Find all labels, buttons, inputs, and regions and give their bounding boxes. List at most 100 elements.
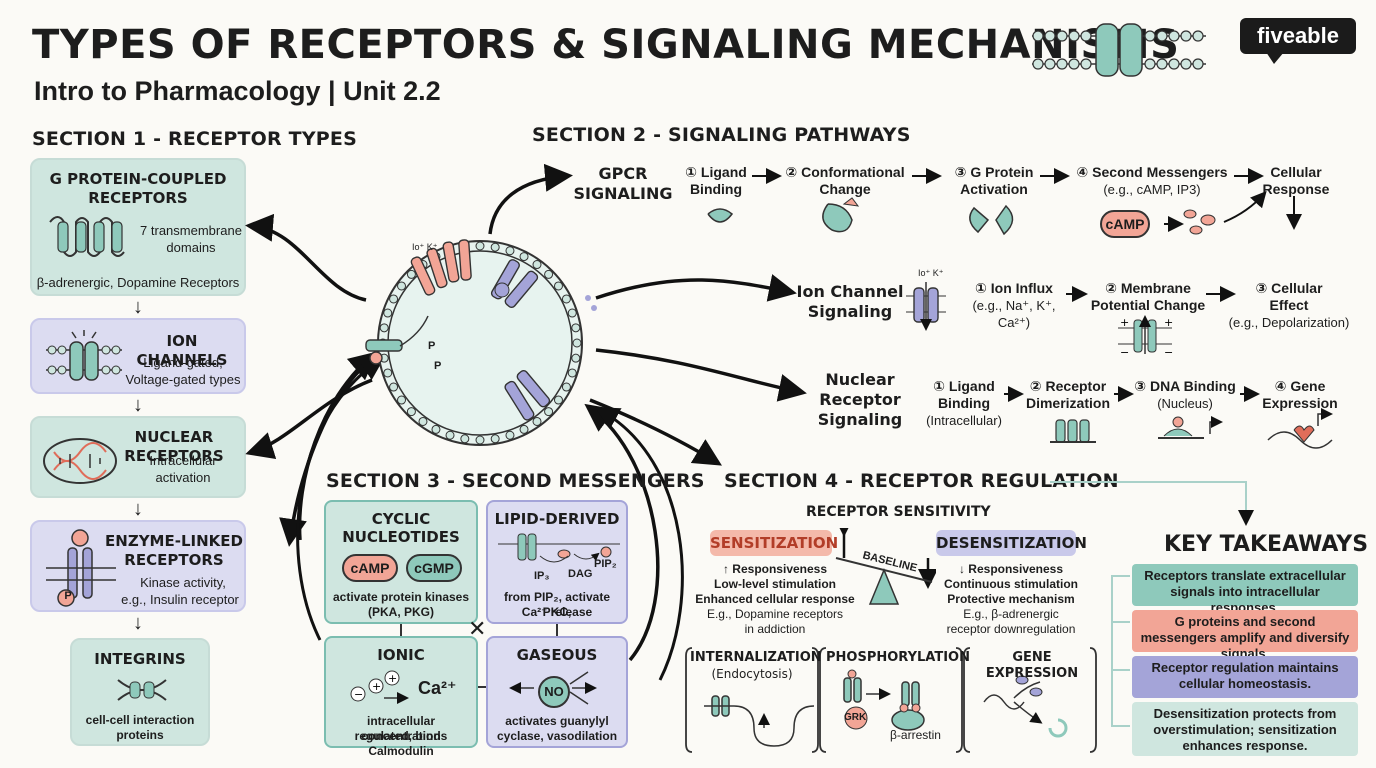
svg-text:+: +	[1164, 316, 1173, 329]
section1-title: SECTION 1 - RECEPTOR TYPES	[32, 128, 357, 150]
lipid-title: LIPID-DERIVED	[494, 510, 620, 528]
gpcr-title-2: RECEPTORS	[88, 189, 188, 207]
cyclic-camp-pill: cAMP	[342, 554, 398, 582]
camp-pill: cAMP	[1100, 210, 1150, 238]
cyclic-desc-1: activate protein kinases	[332, 590, 470, 604]
takeaway-4: Desensitization protects from overstimul…	[1132, 702, 1358, 756]
nuclear-step-3: ③ DNA Binding(Nucleus)	[1134, 378, 1236, 411]
enzyme-receptor-icon	[46, 529, 116, 607]
gpcr-examples: β-adrenergic, Dopamine Receptors	[36, 275, 240, 290]
nuclear-receptors-card: NUCLEAR RECEPTORS Intracellular activati…	[30, 416, 246, 498]
ion-ions: Io⁺ K⁺	[918, 268, 944, 278]
cell-p2: P	[434, 360, 442, 372]
fiveable-logo[interactable]: fiveable	[1240, 18, 1356, 54]
integrins-desc-2: proteins	[116, 728, 164, 742]
gpcr-pathway-icons	[707, 168, 1302, 236]
nuclear-title: NUCLEAR RECEPTORS	[124, 428, 224, 465]
ion-pathway-icons: + + − −	[906, 282, 1236, 358]
ionic-desc-1: intracellular concentration	[361, 714, 441, 743]
grk-label: GRK	[844, 712, 867, 723]
lipid-derived-card: LIPID-DERIVED PIP₂ IP₃ DAG from PIP₂, ac…	[486, 500, 628, 624]
cyclic-title-1: CYCLIC	[371, 510, 431, 528]
takeaway-2: G proteins and second messengers amplify…	[1132, 610, 1358, 661]
channel-header-icon	[1032, 23, 1206, 77]
cell-p1: P	[428, 340, 436, 352]
svg-text:+: +	[1120, 316, 1129, 329]
cyclic-title-2: NUCLEOTIDES	[342, 528, 460, 546]
svg-text:+: +	[372, 680, 381, 693]
enzyme-desc-2: e.g., Insulin receptor	[121, 592, 239, 607]
sensitization-tag: SENSITIZATION	[710, 530, 838, 556]
cyclic-nucleotides-card: CYCLIC NUCLEOTIDES cAMP cGMP activate pr…	[324, 500, 478, 624]
gpcr-desc-1: 7 transmembrane	[140, 223, 242, 238]
lipid-desc-1: from PIP₂, activate PKC,	[503, 590, 611, 619]
ion-step-1: ① Ion Influx(e.g., Na⁺, K⁺, Ca²⁺)	[972, 280, 1056, 330]
page-title: TYPES OF RECEPTORS & SIGNALING MECHANISM…	[32, 22, 1180, 68]
ionic-ca: Ca²⁺	[418, 678, 457, 698]
enzyme-linked-card: P ENZYME-LINKED RECEPTORS Kinase activit…	[30, 520, 246, 612]
logo-tail	[1266, 52, 1284, 64]
down-arrow-4: ↓	[133, 612, 143, 634]
down-arrow-1: ↓	[133, 296, 143, 318]
ionic-title: IONIC	[377, 646, 425, 664]
nuclear-desc-2: activation	[155, 470, 211, 485]
svg-text:−: −	[1164, 346, 1173, 358]
svg-text:−: −	[1120, 346, 1129, 358]
nuclear-pathway-icons	[1004, 386, 1333, 449]
phospho-badge: P	[64, 590, 72, 602]
ion-channels-title: ION CHANNELS	[136, 332, 228, 369]
takeaway-3: Receptor regulation maintains cellular h…	[1132, 656, 1358, 698]
lipid-desc-2: Ca²⁺ release	[521, 605, 593, 619]
baseline-seesaw	[834, 528, 936, 605]
svg-text:−: −	[354, 688, 363, 701]
takeaways-bracket	[1111, 575, 1130, 727]
ionic-icon: − + +	[350, 670, 409, 704]
lipid-pip2: PIP₂	[594, 558, 617, 570]
lipid-dag: DAG	[568, 568, 593, 580]
enzyme-title-1: ENZYME-LINKED	[105, 532, 243, 550]
svg-text:+: +	[388, 672, 397, 685]
cyclic-cgmp-pill: cGMP	[406, 554, 462, 582]
ionic-desc-2: regulated, binds Calmodulin	[354, 729, 448, 758]
internalization-title: INTERNALIZATION(Endocytosis)	[690, 650, 822, 681]
no-molecule: NO	[538, 676, 570, 708]
gpcr-desc-2: domains	[166, 240, 216, 255]
phosphorylation-title: PHOSPHORYLATION	[826, 650, 970, 665]
section2-title: SECTION 2 - SIGNALING PATHWAYS	[532, 124, 911, 146]
ion-desc-1: Ligand-gated,	[143, 355, 223, 370]
gaseous-desc-2: cyclase, vasodilation	[496, 729, 618, 743]
down-arrow-2: ↓	[133, 394, 143, 416]
gpcr-icon	[49, 216, 125, 257]
sensitivity-title: RECEPTOR SENSITIVITY	[806, 504, 991, 520]
gaseous-desc-1: activates guanylyl	[505, 714, 609, 728]
key-takeaways-title: KEY TAKEAWAYS	[1164, 532, 1369, 557]
enzyme-desc-1: Kinase activity,	[140, 575, 226, 590]
page-subtitle: Intro to Pharmacology | Unit 2.2	[34, 76, 441, 106]
section3-title: SECTION 3 - SECOND MESSENGERS	[326, 470, 705, 492]
enzyme-title-2: RECEPTORS	[124, 551, 224, 569]
lipid-icon	[498, 533, 620, 563]
ion-channel-icon	[46, 330, 122, 381]
ion-desc-2: Voltage-gated types	[125, 372, 241, 387]
gaseous-card: GASEOUS NO activates guanylyl cyclase, v…	[486, 636, 628, 748]
grid-line-2	[556, 624, 558, 636]
gpcr-title-1: G PROTEIN-COUPLED	[49, 170, 227, 188]
grid-line-1	[400, 624, 402, 636]
integrins-card: INTEGRINS cell-cell interaction proteins	[70, 638, 210, 746]
cyclic-desc-2: (PKA, PKG)	[368, 605, 434, 619]
integrins-title: INTEGRINS	[94, 650, 186, 668]
integrin-icon	[117, 679, 167, 701]
nuclear-desc-1: Intracellular	[149, 453, 217, 468]
